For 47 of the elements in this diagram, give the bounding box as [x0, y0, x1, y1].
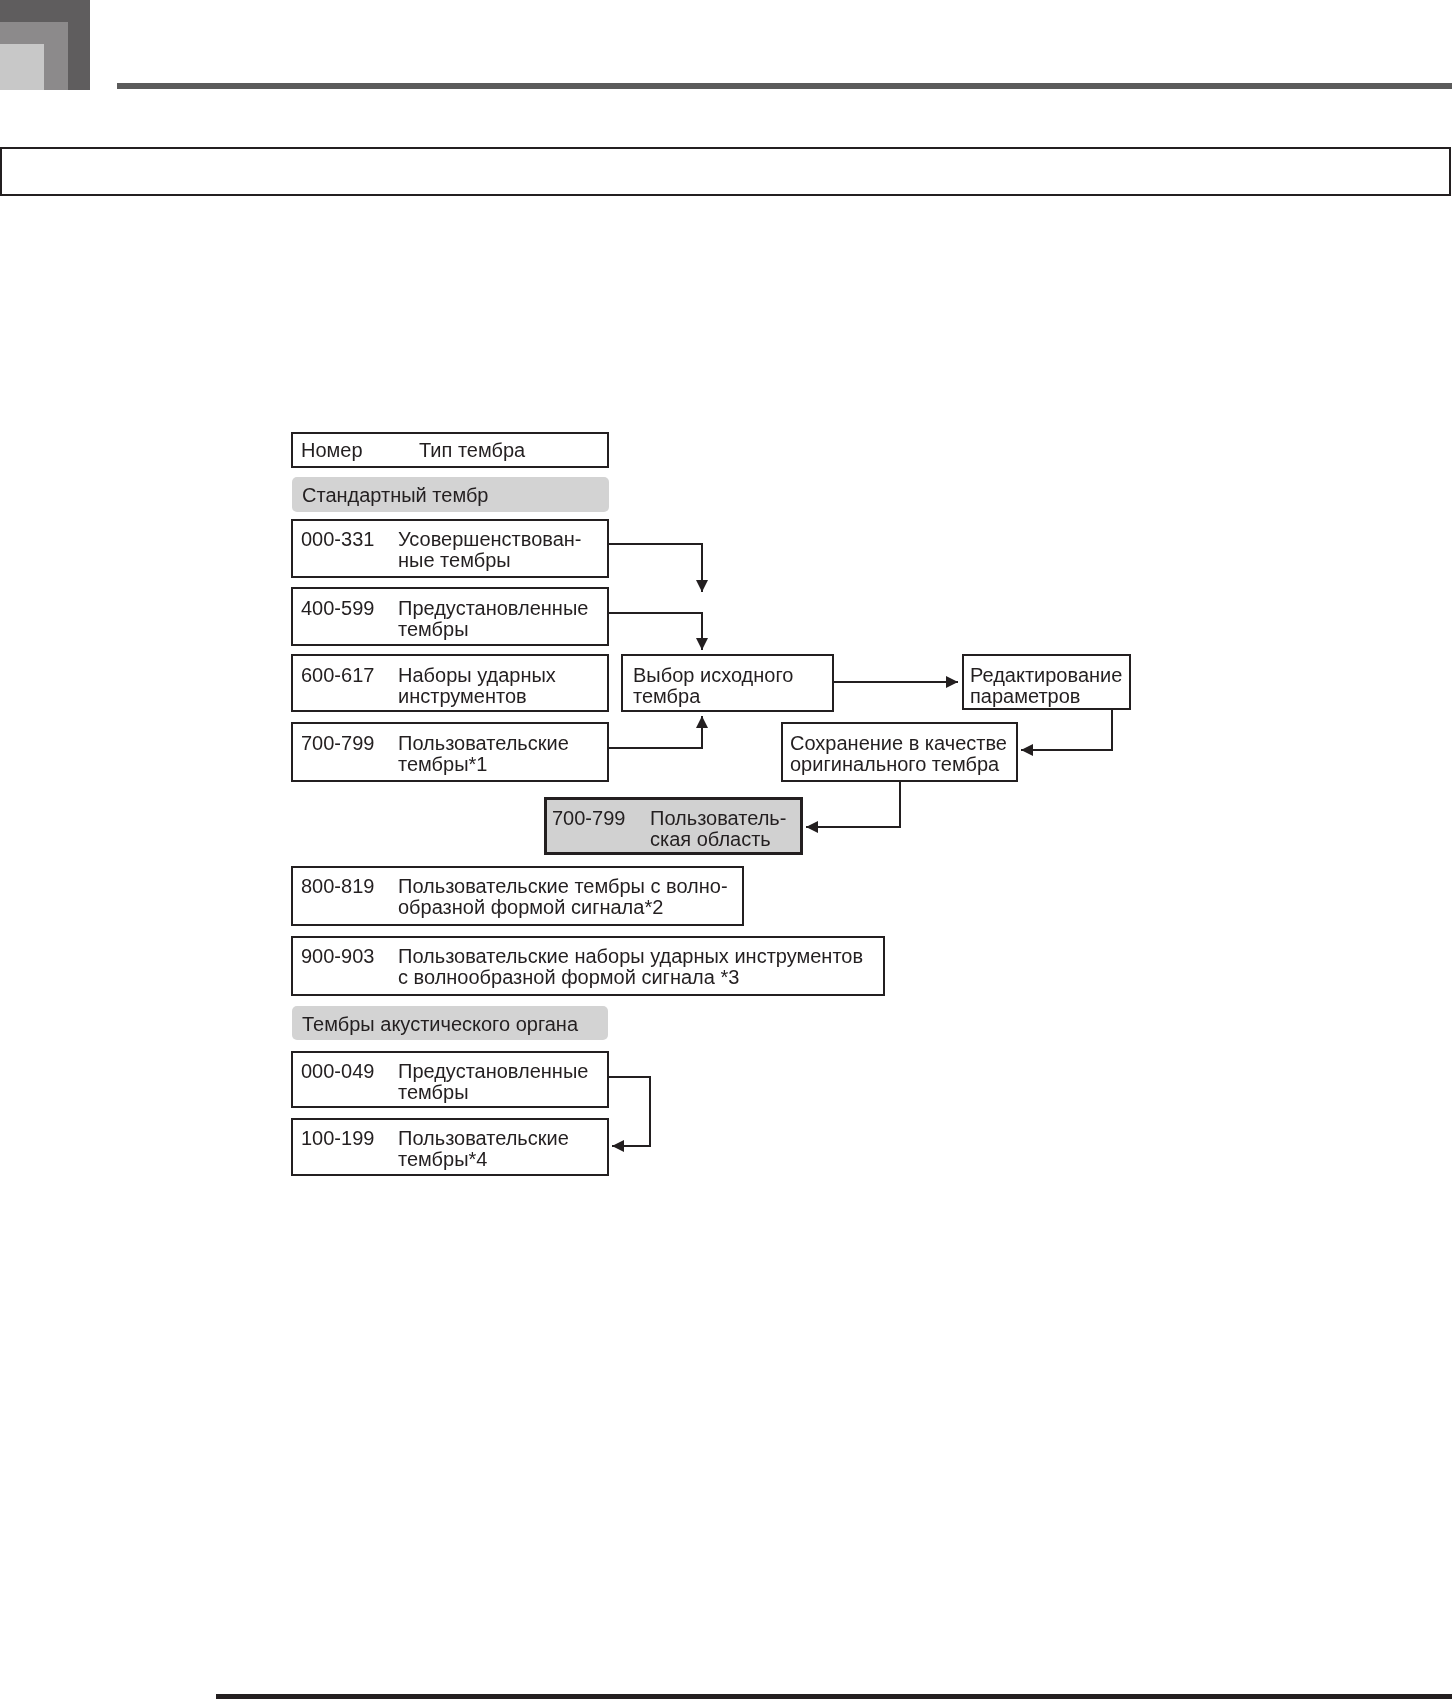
range-number: 000-331: [301, 529, 376, 550]
range-description: Предустановленные тембры: [398, 597, 590, 640]
range-number: 900-903: [301, 946, 376, 967]
range-description: Пользовательские тембры с волно-образной формой сигнала*2: [398, 876, 729, 918]
range-number: 600-617: [301, 664, 376, 686]
category-band: [292, 477, 609, 512]
range-box: [291, 519, 609, 578]
range-description: Пользовательские наборы ударных инструментов с волнообразной формой сигнала *3: [398, 946, 865, 988]
range-box: [291, 722, 609, 782]
category-label: Тембры акустического органа: [302, 1014, 580, 1035]
process-label: Сохранение в качестве оригинального тембра: [790, 732, 1008, 775]
range-box: [291, 1051, 609, 1108]
range-box: [291, 587, 609, 646]
range-number: 000-049: [301, 1061, 376, 1082]
range-description: Наборы ударных инструментов: [398, 664, 557, 707]
range-description: Предустановленные тембры: [398, 1061, 590, 1103]
category-band: [292, 1006, 608, 1040]
range-number: 400-599: [301, 597, 376, 619]
process-box: [962, 654, 1131, 710]
column-heading: Тип тембра: [419, 439, 527, 461]
range-number: 100-199: [301, 1128, 376, 1149]
range-description: Пользовательские тембры*1: [398, 732, 570, 775]
arrow: [608, 612, 708, 651]
column-header-box: [291, 432, 609, 468]
range-description: Усовершенствован-ные тембры: [398, 529, 583, 571]
arrow: [805, 781, 901, 833]
arrow: [608, 1076, 651, 1152]
process-label: Редактирование параметров: [970, 664, 1124, 707]
arrow: [1020, 709, 1113, 756]
range-box: [291, 1118, 609, 1176]
range-box: [291, 936, 885, 996]
category-label: Стандартный тембр: [302, 485, 490, 506]
process-label: Выбор исходного тембра: [633, 664, 795, 707]
process-box: [621, 654, 834, 712]
process-box: [781, 722, 1018, 782]
range-number: 800-819: [301, 876, 376, 897]
arrow: [833, 676, 959, 688]
arrow: [608, 715, 708, 749]
range-box: [291, 866, 744, 926]
range-description: Пользовательские тембры*4: [398, 1128, 570, 1170]
range-number: 700-799: [552, 807, 627, 829]
range-number: 700-799: [301, 732, 376, 754]
range-description: Пользователь-ская область: [650, 807, 788, 850]
range-box: [291, 654, 609, 712]
highlighted-range-box: [544, 797, 803, 855]
column-heading: Номер: [301, 439, 364, 461]
arrow: [608, 543, 708, 593]
